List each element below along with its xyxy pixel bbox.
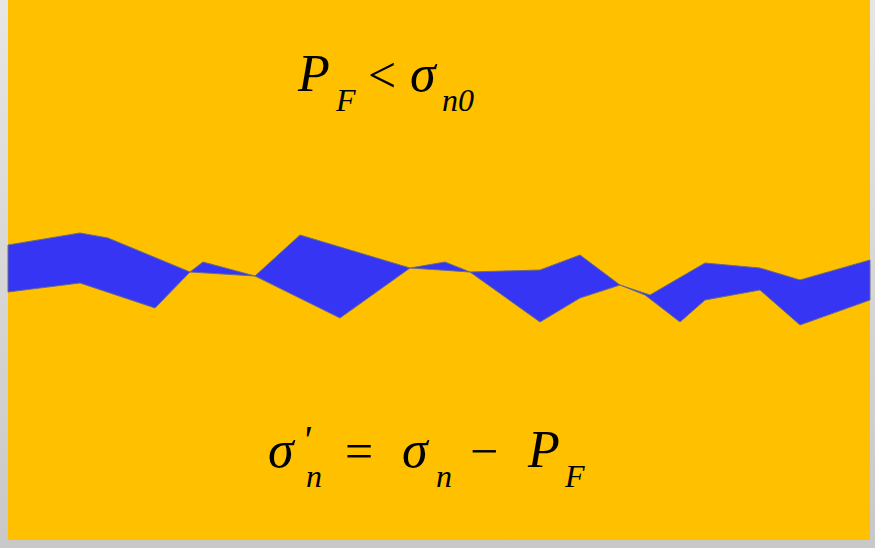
formula-operator: = — [345, 426, 373, 476]
formula-symbol: σ — [268, 424, 294, 476]
formula-subscript: n — [436, 460, 452, 492]
formula-subscript: n0 — [442, 84, 474, 116]
fluid-filled-fracture — [8, 233, 870, 325]
formula-prime: ' — [302, 420, 311, 460]
formula-operator: < — [368, 50, 396, 100]
formula-symbol: P — [528, 424, 560, 476]
formula-subscript: n — [306, 460, 322, 492]
formula-subscript: F — [565, 460, 585, 492]
formula-operator: − — [470, 426, 498, 476]
formula-symbol: σ — [410, 48, 436, 100]
formula-symbol: σ — [402, 424, 428, 476]
rock-background — [8, 0, 870, 540]
formula-symbol: P — [298, 48, 330, 100]
formula-subscript: F — [336, 84, 356, 116]
